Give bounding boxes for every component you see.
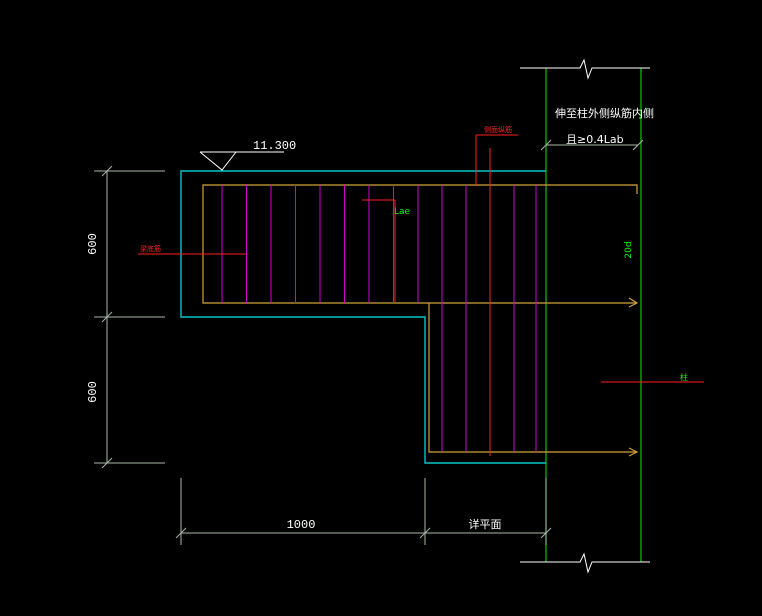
dimension-lines	[94, 139, 644, 545]
column-break-line-top	[520, 58, 650, 80]
elevation-mark	[199, 151, 284, 171]
left-bar-tag: 梁底筋	[140, 244, 161, 253]
stirrups-upper	[221, 185, 419, 303]
anchor-lae-label: Lae	[394, 207, 411, 217]
main-rebar	[202, 184, 639, 457]
leader-lines	[138, 134, 704, 456]
dim-bottom-right-label: 详平面	[469, 517, 502, 531]
column-note-line1: 伸至柱外侧纵筋内侧	[555, 106, 654, 120]
dim-bottom-left-label: 600	[86, 381, 100, 403]
column-tag: 柱	[680, 372, 688, 382]
stirrups-lower	[441, 185, 537, 452]
member-outline	[180, 170, 546, 464]
dim-top-left-label: 600	[86, 233, 100, 255]
side-bar-tag: 侧面纵筋	[484, 125, 512, 134]
column-note-line2: 且≥0.4Lab	[566, 133, 624, 146]
elevation-label: 11.300	[253, 139, 296, 153]
hook-20d-label: 20d	[624, 241, 634, 258]
column-break-line-bottom	[520, 552, 650, 574]
dim-bottom-label: 1000	[287, 518, 316, 532]
